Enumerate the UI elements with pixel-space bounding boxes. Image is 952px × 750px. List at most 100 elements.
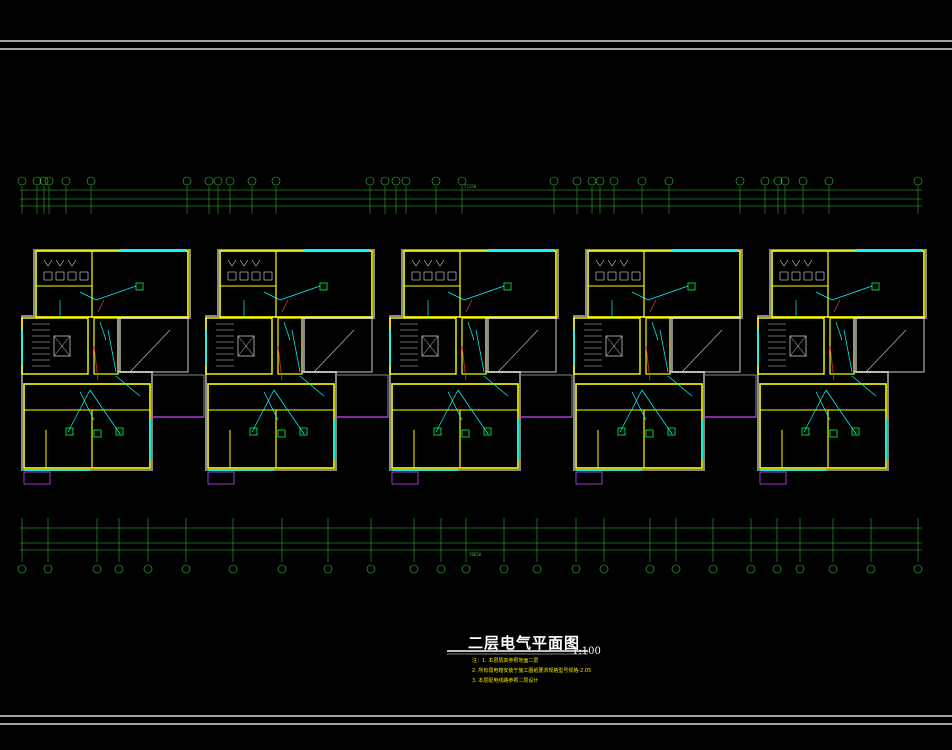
top-axis-bubble — [401, 176, 411, 186]
toilet-fixture — [55, 271, 65, 281]
top-axis-bubble — [61, 176, 71, 186]
apartment-unit — [757, 249, 927, 485]
terrace-outline — [853, 317, 925, 373]
light-fixture — [483, 427, 492, 436]
bottom-axis-bubble — [114, 564, 124, 574]
top-axis-bubble — [773, 176, 783, 186]
bottom-axis-bubble — [571, 564, 581, 574]
wiring-run — [467, 321, 475, 341]
top-axis-bubble — [365, 176, 375, 186]
bottom-axis-bubble — [323, 564, 333, 574]
red-leader — [277, 345, 283, 381]
toilet-fixture — [435, 271, 445, 281]
apartment-unit — [205, 249, 375, 485]
light-fixture — [667, 427, 676, 436]
light-fixture — [461, 429, 470, 438]
bottom-axis-bubble — [866, 564, 876, 574]
stairwell-wall — [757, 317, 825, 375]
top-axis-bubble — [271, 176, 281, 186]
upper-rooms-wall — [587, 250, 741, 318]
corridor-slab — [703, 374, 757, 418]
terrace-hatch — [497, 329, 539, 373]
top-dimension-lines — [20, 189, 922, 207]
wiring-run — [79, 291, 97, 301]
elevator-shaft — [53, 335, 71, 357]
light-fixture — [299, 427, 308, 436]
light-fixture — [871, 282, 880, 291]
toilet-fixture — [423, 271, 433, 281]
wiring-run — [651, 321, 659, 341]
wiring-run — [89, 389, 121, 435]
wiring-run — [263, 391, 279, 421]
sink-fixture — [239, 259, 249, 267]
apartment-units — [21, 249, 927, 485]
top-axis-bubble — [824, 176, 834, 186]
terrace-hatch — [313, 329, 355, 373]
wiring-run — [291, 329, 301, 373]
top-axis-bubble — [572, 176, 582, 186]
top-axis-bubble — [225, 176, 235, 186]
corridor-slab — [335, 374, 389, 418]
toilet-fixture — [447, 271, 457, 281]
light-fixture — [93, 429, 102, 438]
apartment-unit — [573, 249, 743, 485]
bottom-axis-bubble — [17, 564, 27, 574]
sink-fixture — [803, 259, 813, 267]
corridor-slab — [519, 374, 573, 418]
bottom-axis-bubble — [599, 564, 609, 574]
red-leader — [97, 299, 105, 313]
top-axis-bubble — [391, 176, 401, 186]
stairwell-wall — [205, 317, 273, 375]
panel-tag-box — [391, 471, 419, 485]
bottom-axis-bubble — [795, 564, 805, 574]
upper-rooms-wall — [35, 250, 189, 318]
top-axis-bubble — [44, 176, 54, 186]
sink-fixture — [607, 259, 617, 267]
apartment-unit — [389, 249, 559, 485]
toilet-fixture — [67, 271, 77, 281]
corridor-connectors — [151, 374, 757, 418]
bottom-axis-bubble — [43, 564, 53, 574]
top-axis-bubble — [431, 176, 441, 186]
bottom-axis-bubble — [746, 564, 756, 574]
bottom-axis-bubble — [277, 564, 287, 574]
sink-fixture — [67, 259, 77, 267]
toilet-fixture — [251, 271, 261, 281]
wiring-run — [631, 291, 649, 301]
wiring-run — [851, 375, 877, 397]
wiring-run — [835, 321, 843, 341]
bottom-axis-bubble — [532, 564, 542, 574]
wiring-run — [843, 329, 853, 373]
light-fixture — [829, 429, 838, 438]
wiring-run — [435, 389, 459, 433]
toilet-fixture — [815, 271, 825, 281]
wiring-run — [263, 291, 281, 301]
closet-wall — [461, 317, 487, 375]
light-fixture — [617, 427, 626, 436]
toilet-fixture — [227, 271, 237, 281]
sink-fixture — [779, 259, 789, 267]
wiring-run — [475, 329, 485, 373]
top-axis-bubble — [587, 176, 597, 186]
drawing-title: 二层电气平面图 — [468, 634, 581, 652]
lower-rooms-wall — [575, 383, 703, 469]
overall-dimension-top: 77250 — [464, 184, 477, 189]
top-axis-bubble — [247, 176, 257, 186]
red-leader — [281, 299, 289, 313]
top-axis-bubble — [39, 176, 49, 186]
terrace-hatch — [865, 329, 907, 373]
lower-rooms-wall — [759, 383, 887, 469]
bottom-axis-bubble — [772, 564, 782, 574]
closet-wall — [829, 317, 855, 375]
toilet-fixture — [779, 271, 789, 281]
drawing-scale: 1:100 — [572, 646, 601, 657]
top-axis-bubble — [637, 176, 647, 186]
wiring-run — [619, 389, 643, 433]
upper-rooms-wall — [771, 250, 925, 318]
panel-tag-box — [207, 471, 235, 485]
light-fixture — [115, 427, 124, 436]
stairwell-wall — [389, 317, 457, 375]
light-fixture — [319, 282, 328, 291]
panel-tag-box — [575, 471, 603, 485]
note-line-3: 3. 本层配电线路参照二层设计 — [472, 678, 539, 684]
